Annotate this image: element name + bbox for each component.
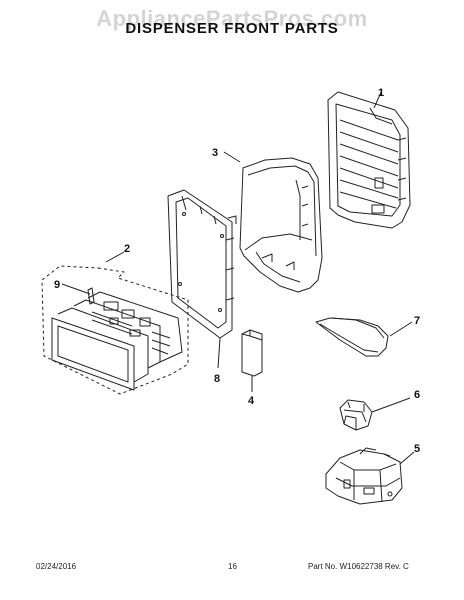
watermark: AppliancePartsPros.com <box>96 6 368 31</box>
footer-part-number: Part No. W10622738 Rev. C <box>308 562 409 571</box>
part-1-housing <box>327 91 411 229</box>
callout-5: 5 <box>414 443 420 455</box>
footer-page-number: 16 <box>228 562 237 571</box>
part-5-dispenser-bracket <box>325 447 403 505</box>
callout-4: 4 <box>248 395 255 407</box>
callout-9: 9 <box>54 279 60 291</box>
part-8-frame <box>167 189 237 339</box>
part-2-enclosure <box>41 265 189 395</box>
callout-3: 3 <box>212 147 218 159</box>
part-4-pad <box>241 329 263 377</box>
page-title: DISPENSER FRONT PARTS <box>125 20 339 37</box>
part-9-clip <box>87 287 95 305</box>
callout-2: 2 <box>124 243 130 255</box>
callout-6: 6 <box>414 389 420 401</box>
part-7-tray <box>315 317 389 357</box>
callout-1: 1 <box>378 87 384 99</box>
footer-date: 02/24/2016 <box>36 562 77 571</box>
part-6-bracket <box>339 399 373 431</box>
callout-8: 8 <box>214 373 220 385</box>
part-2-display-assembly <box>51 291 183 391</box>
part-3-chute <box>239 157 323 293</box>
callout-7: 7 <box>414 315 420 327</box>
leader-lines <box>61 89 415 465</box>
